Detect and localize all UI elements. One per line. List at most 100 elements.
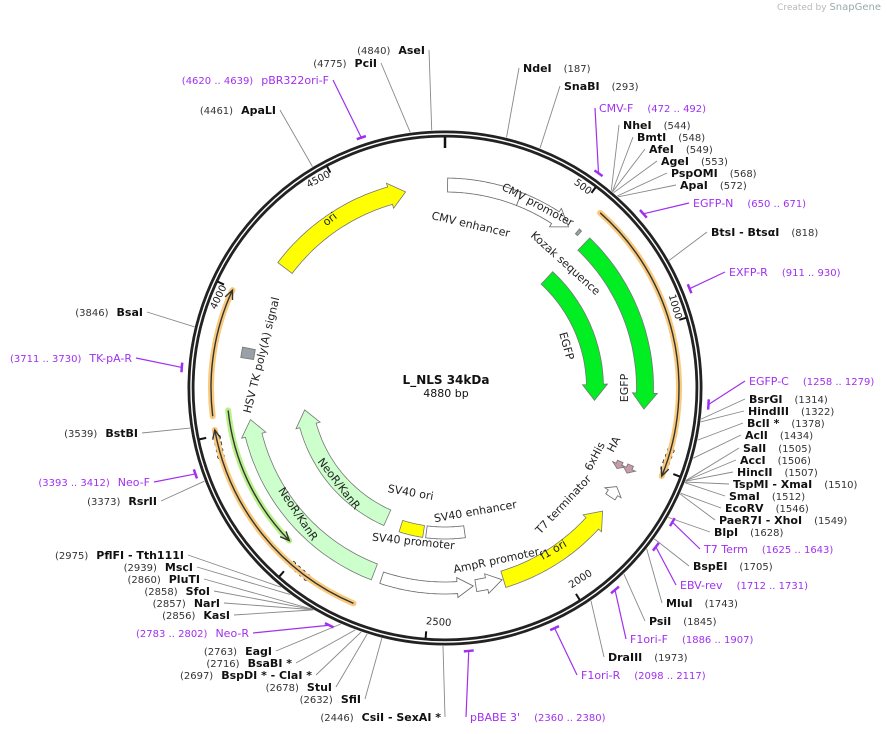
enzyme-leader-line (506, 67, 520, 138)
primer-binding-mark[interactable] (668, 517, 676, 527)
enzyme-label[interactable]: NheI(544) (623, 119, 691, 132)
primer-binding-mark[interactable] (192, 468, 199, 479)
enzyme-label[interactable]: BmtI(548) (637, 131, 705, 144)
enzyme-label[interactable]: AgeI(553) (661, 155, 728, 168)
enzyme-label[interactable]: (2858)SfoI (144, 585, 210, 598)
primer-binding-mark[interactable] (463, 649, 474, 653)
enzyme-label[interactable]: (2939)MscI (124, 561, 193, 574)
enzyme-name: BsaBI * (248, 657, 293, 670)
primer-label[interactable]: (3393 .. 3412)Neo-F (38, 476, 150, 489)
feature-ampr-promoter[interactable] (474, 573, 503, 595)
enzyme-label[interactable]: BlpI(1628) (714, 526, 783, 539)
feature-egfp[interactable] (577, 237, 659, 410)
enzyme-label[interactable]: (3846)BsaI (75, 306, 143, 319)
primer-binding-mark[interactable] (180, 362, 184, 373)
orf-arrow[interactable] (208, 287, 236, 420)
primer-label[interactable]: CMV-F(472 .. 492) (599, 102, 706, 115)
feature-sv40-enhancer[interactable] (425, 525, 466, 540)
enzyme-label[interactable]: ApaI(572) (680, 179, 747, 192)
enzyme-position: (1546) (776, 504, 809, 515)
feature-f1-ori[interactable] (500, 510, 604, 588)
feature-ha[interactable] (621, 463, 637, 474)
enzyme-leader-line (612, 148, 646, 193)
enzyme-label[interactable]: (2763)EagI (204, 645, 272, 658)
feature-t7-terminator[interactable] (603, 486, 622, 501)
primer-binding-mark[interactable] (610, 585, 620, 595)
enzyme-position: (1510) (824, 480, 857, 491)
enzyme-label[interactable]: PsiI(1845) (649, 615, 717, 628)
enzyme-label[interactable]: BtsI - BtsαI(818) (711, 226, 818, 239)
primer-label[interactable]: T7 Term(1625 .. 1643) (703, 543, 833, 556)
primer-label[interactable]: EBV-rev(1712 .. 1731) (680, 579, 808, 592)
enzyme-label[interactable]: (2697)BspDI * - ClaI * (180, 669, 312, 682)
enzyme-label[interactable]: (2857)NarI (153, 597, 220, 610)
feature-hsv-tk-poly-a-signal[interactable] (240, 346, 256, 360)
primer-binding-mark[interactable] (706, 399, 711, 410)
feature-cmv-promoter[interactable] (515, 191, 570, 228)
enzyme-leader-line (618, 184, 677, 198)
enzyme-label[interactable]: DraIII(1973) (608, 651, 688, 664)
enzyme-label[interactable]: MluI(1743) (666, 597, 738, 610)
primer-label[interactable]: (2783 .. 2802)Neo-R (136, 627, 249, 640)
enzyme-label[interactable]: AfeI(549) (649, 143, 713, 156)
enzyme-label[interactable]: EcoRV(1546) (725, 502, 809, 515)
enzyme-label[interactable]: PaeR7I - XhoI(1549) (719, 514, 847, 527)
enzyme-label[interactable]: BclI *(1378) (747, 417, 825, 430)
primer-label[interactable]: EXFP-R(911 .. 930) (729, 266, 841, 279)
enzyme-label[interactable]: (4775)PciI (313, 57, 377, 70)
primer-binding-mark[interactable] (651, 542, 660, 552)
primer-binding-mark[interactable] (549, 625, 560, 632)
primer-binding-mark[interactable] (686, 283, 693, 294)
enzyme-label[interactable]: (3373)RsrII (87, 495, 157, 508)
enzyme-label[interactable]: (4461)ApaLI (200, 104, 276, 117)
enzyme-label[interactable]: (2632)SfiI (300, 693, 361, 706)
feature-sv40-ori[interactable] (398, 519, 425, 538)
enzyme-leader-line (233, 609, 314, 616)
primer-label[interactable]: EGFP-C(1258 .. 1279) (749, 375, 874, 388)
primer-leader-line (465, 650, 470, 718)
primer-label[interactable]: EGFP-N(650 .. 671) (693, 197, 806, 210)
enzyme-label[interactable]: PspOMI(568) (671, 167, 757, 180)
enzyme-label[interactable]: BspEI(1705) (693, 560, 773, 573)
primer-binding-mark[interactable] (639, 209, 648, 219)
enzyme-label[interactable]: (2716)BsaBI * (206, 657, 292, 670)
feature-egfp[interactable] (540, 271, 609, 401)
enzyme-label[interactable]: SalI(1505) (743, 442, 812, 455)
primer-label[interactable]: F1ori-R(2098 .. 2117) (581, 669, 706, 682)
enzyme-leader-line (295, 629, 356, 664)
enzyme-label[interactable]: AclI(1434) (745, 429, 813, 442)
enzyme-label[interactable]: SnaBI(293) (564, 80, 639, 93)
enzyme-leader-line (196, 566, 291, 595)
enzyme-label[interactable]: TspMI - XmaI(1510) (733, 478, 858, 491)
orf-arrow[interactable] (225, 407, 293, 544)
primer-label[interactable]: (3711 .. 3730)TK-pA-R (10, 352, 132, 365)
primer-binding-mark[interactable] (356, 134, 367, 141)
enzyme-label[interactable]: (2860)PluTI (127, 573, 200, 586)
enzyme-label[interactable]: (2975)PflFI - Tth111I (55, 549, 184, 562)
enzyme-label[interactable]: SmaI(1512) (729, 490, 805, 503)
orf-arrow[interactable] (211, 426, 357, 607)
primer-binding-mark[interactable] (324, 622, 335, 629)
enzyme-label[interactable]: (4840)AseI (357, 44, 425, 57)
primer-label[interactable]: (4620 .. 4639)pBR322ori-F (182, 74, 329, 87)
feature-neor-kanr[interactable] (240, 418, 378, 581)
enzyme-label[interactable]: AccI(1506) (740, 454, 811, 467)
orf-arrow[interactable] (597, 209, 682, 480)
enzyme-label[interactable]: (2856)KasI (162, 609, 230, 622)
feature-kozak-sequence[interactable] (574, 228, 583, 237)
enzyme-label[interactable]: (2678)StuI (266, 681, 332, 694)
enzyme-label[interactable]: (2446)CsiI - SexAI * (320, 711, 441, 724)
primer-binding-mark[interactable] (593, 169, 604, 178)
primer-label[interactable]: F1ori-F(1886 .. 1907) (630, 633, 753, 646)
primer-label[interactable]: pBABE 3'(2360 .. 2380) (470, 711, 606, 724)
enzyme-leader-line (685, 481, 730, 485)
feature-neor-kanr[interactable] (295, 409, 392, 527)
enzyme-label[interactable]: HindIII(1322) (748, 405, 834, 418)
enzyme-label[interactable]: (3539)BstBI (64, 427, 138, 440)
enzyme-label[interactable]: NdeI(187) (523, 62, 591, 75)
enzyme-label[interactable]: BsrGI(1314) (749, 393, 828, 406)
feature-sv40-promoter[interactable] (379, 571, 474, 599)
feature-ori[interactable] (277, 182, 407, 274)
enzyme-leader-line (668, 231, 708, 261)
enzyme-label[interactable]: HincII(1507) (737, 466, 818, 479)
